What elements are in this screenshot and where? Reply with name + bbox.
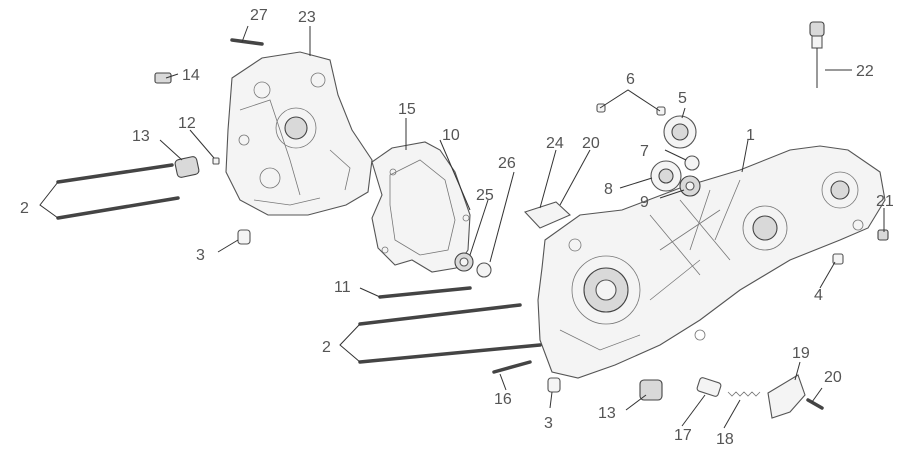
callout-3-bottom: 3 bbox=[544, 415, 553, 432]
callout-23: 23 bbox=[298, 9, 316, 26]
callout-3-left: 3 bbox=[196, 247, 205, 264]
bracket bbox=[767, 374, 806, 419]
callout-10: 10 bbox=[442, 127, 460, 144]
callout-26: 26 bbox=[498, 155, 516, 172]
callout-14: 14 bbox=[182, 67, 200, 84]
callout-2-left: 2 bbox=[20, 200, 29, 217]
shaft-and-spring bbox=[696, 377, 761, 397]
callout-25: 25 bbox=[476, 187, 494, 204]
callout-13-left: 13 bbox=[132, 128, 150, 145]
gasket bbox=[371, 141, 471, 273]
bolts bbox=[154, 38, 889, 410]
leader-lines bbox=[39, 25, 885, 429]
callout-17: 17 bbox=[674, 427, 692, 444]
dipstick bbox=[809, 21, 825, 88]
callout-7: 7 bbox=[640, 143, 649, 160]
callout-4: 4 bbox=[814, 287, 823, 304]
callout-22: 22 bbox=[856, 63, 874, 80]
callout-2-bottom: 2 bbox=[322, 339, 331, 356]
callout-16: 16 bbox=[494, 391, 512, 408]
callout-21: 21 bbox=[876, 193, 894, 210]
callout-11: 11 bbox=[334, 279, 351, 296]
callout-24: 24 bbox=[546, 135, 564, 152]
callout-6: 6 bbox=[626, 71, 635, 88]
long-studs bbox=[56, 163, 542, 364]
callout-8: 8 bbox=[604, 181, 613, 198]
callout-27: 27 bbox=[250, 7, 268, 24]
callout-5: 5 bbox=[678, 90, 687, 107]
small-plate bbox=[524, 201, 571, 229]
left-crankcase-cover bbox=[225, 51, 373, 216]
callout-15: 15 bbox=[398, 101, 416, 118]
callout-20-top: 20 bbox=[582, 135, 600, 152]
main-crankcase bbox=[537, 145, 886, 379]
callout-1: 1 bbox=[746, 127, 755, 144]
bearings-and-seals bbox=[650, 115, 701, 197]
callout-18: 18 bbox=[716, 431, 734, 448]
callout-13-bottom: 13 bbox=[598, 405, 616, 422]
dowel-pins bbox=[596, 103, 666, 116]
oil-seals bbox=[454, 252, 492, 278]
callout-9: 9 bbox=[640, 194, 649, 211]
callout-12: 12 bbox=[178, 115, 196, 132]
callout-labels: 1 2 2 3 3 4 5 6 7 8 9 10 11 12 13 13 14 … bbox=[20, 7, 894, 448]
small-dowels bbox=[212, 157, 844, 393]
callout-20-bottom: 20 bbox=[824, 369, 842, 386]
callout-19: 19 bbox=[792, 345, 810, 362]
